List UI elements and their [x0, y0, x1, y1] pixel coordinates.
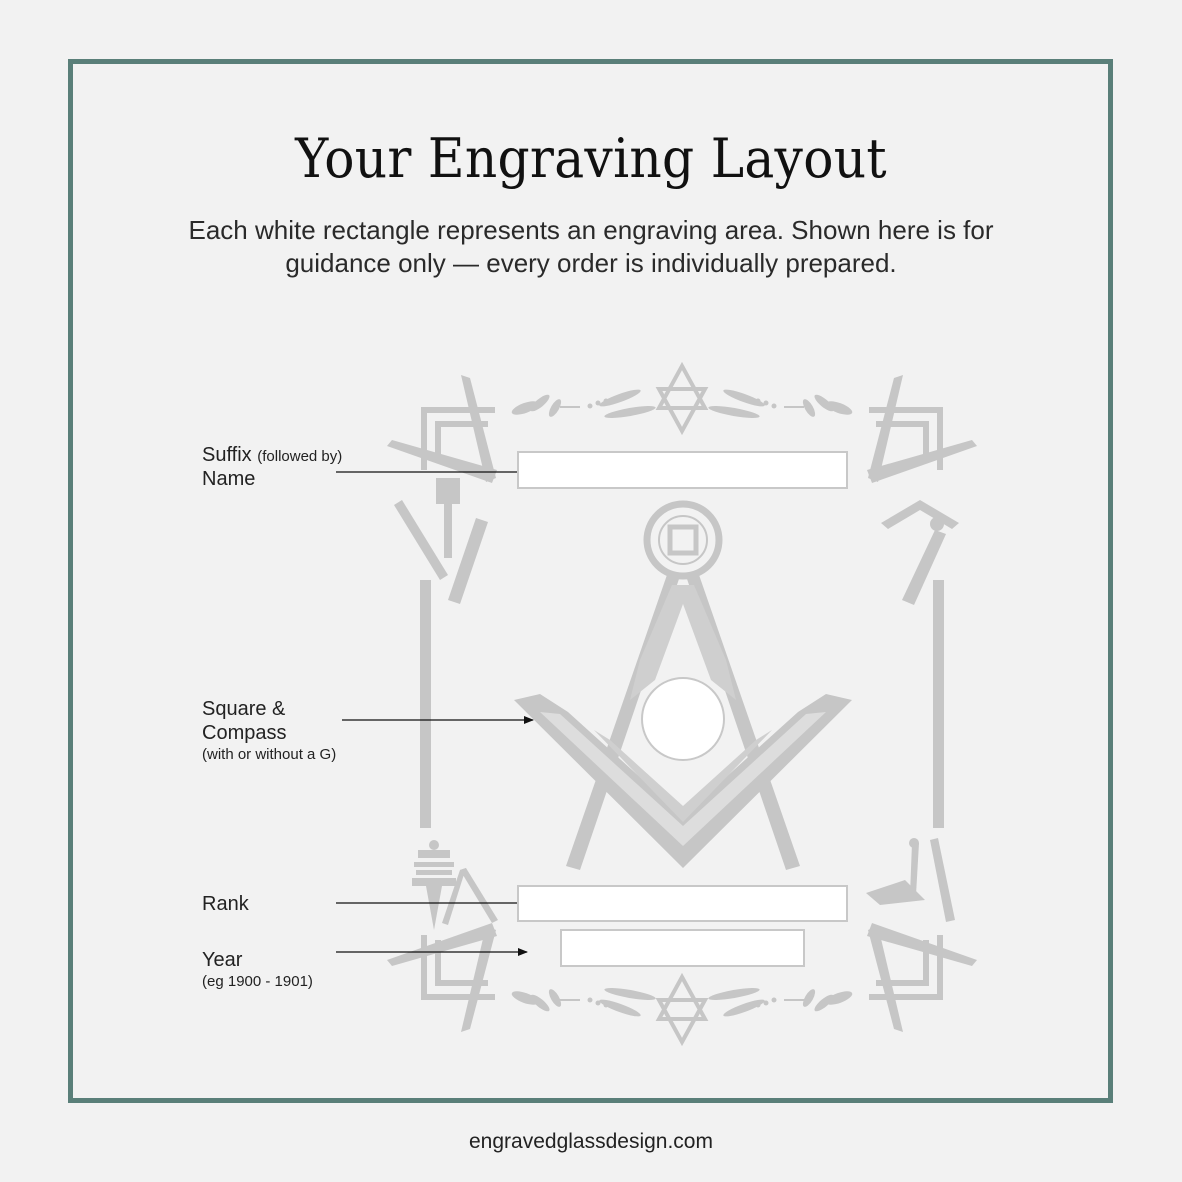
- engraving-area-emblem-center: [641, 677, 725, 761]
- gavel-handle: [444, 504, 452, 558]
- square-and-compass: [514, 500, 852, 870]
- side-bar-left: [420, 580, 431, 828]
- label-rank: Rank: [202, 892, 249, 916]
- plumb: [902, 530, 946, 605]
- engraving-area-year: [560, 929, 805, 967]
- subtitle-line-2: guidance only — every order is individua…: [285, 248, 897, 278]
- label-year-note: (eg 1900 - 1901): [202, 973, 313, 990]
- side-bar-right: [933, 580, 944, 828]
- star-of-david-bottom: [655, 972, 709, 1047]
- label-year: Year (eg 1900 - 1901): [202, 948, 313, 992]
- label-emblem-note: (with or without a G): [202, 746, 337, 763]
- gavel-head: [436, 478, 460, 504]
- footer-website: engravedglassdesign.com: [469, 1130, 713, 1153]
- bottom-ornament: [511, 972, 853, 1047]
- label-name-line2: Name: [202, 468, 256, 490]
- column: [426, 886, 442, 930]
- top-ornament: [511, 361, 853, 436]
- label-emblem-line1: Square &: [202, 698, 286, 720]
- label-name-main: Suffix: [202, 444, 252, 466]
- star-of-david-top: [655, 361, 709, 436]
- label-year-main: Year: [202, 949, 243, 971]
- ruler: [394, 500, 448, 580]
- label-emblem: Square & Compass (with or without a G): [202, 697, 336, 765]
- subtitle-line-1: Each white rectangle represents an engra…: [188, 215, 994, 245]
- engraving-area-name: [517, 451, 848, 489]
- label-emblem-line2: Compass: [202, 722, 287, 744]
- subtitle: Each white rectangle represents an engra…: [150, 214, 1032, 280]
- page-title: Your Engraving Layout: [295, 127, 887, 190]
- label-name: Suffix (followed by) Name: [202, 443, 342, 491]
- label-name-note: (followed by): [257, 448, 343, 465]
- level: [881, 500, 959, 529]
- chisel: [448, 518, 488, 604]
- label-rank-main: Rank: [202, 893, 249, 915]
- engraving-area-rank: [517, 885, 848, 922]
